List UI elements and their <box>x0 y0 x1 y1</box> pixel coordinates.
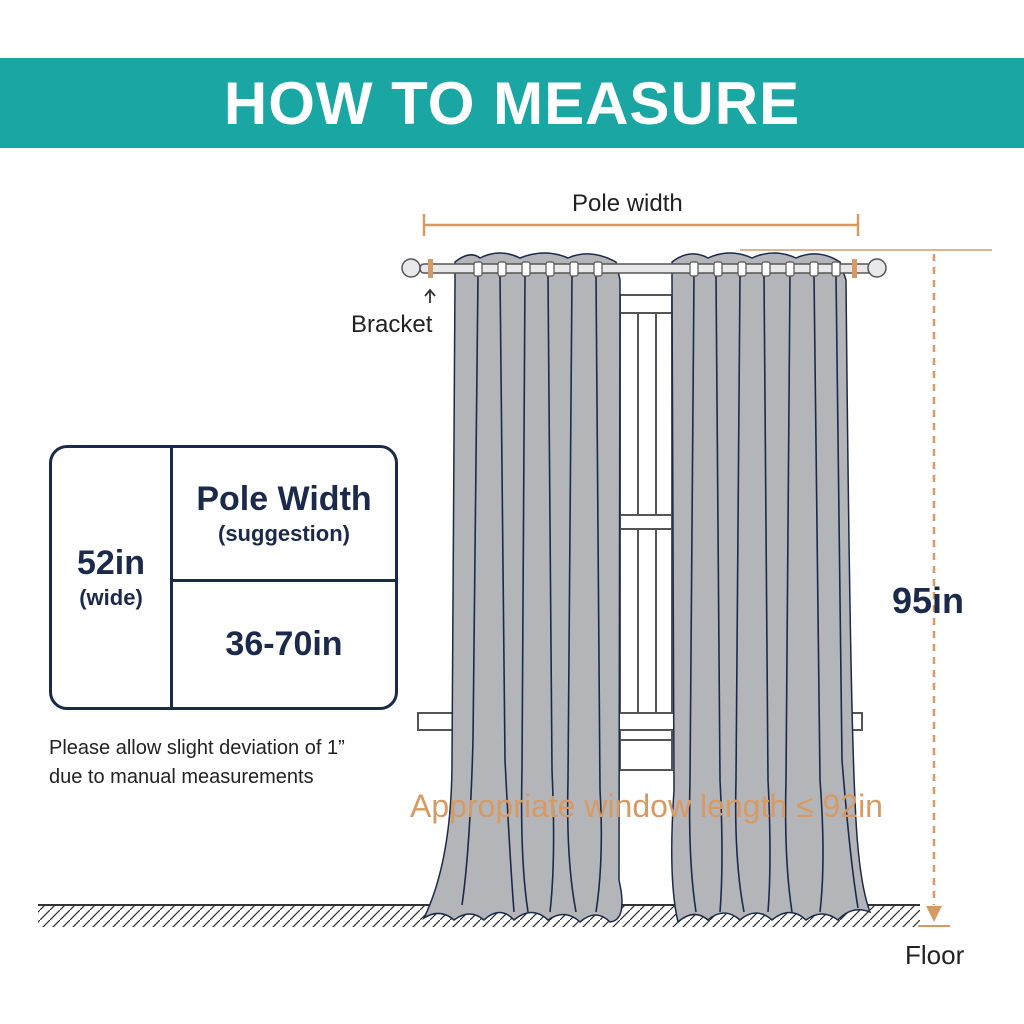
deviation-disclaimer: Please allow slight deviation of 1” due … <box>49 734 469 792</box>
pole-width-label: Pole width <box>572 190 683 217</box>
curtain-rod <box>401 258 887 278</box>
right-curtain-panel <box>671 252 872 924</box>
bracket-label: Bracket <box>351 311 433 338</box>
height-value: 95in <box>892 580 965 621</box>
bracket-right <box>852 259 857 278</box>
pole-width-header-cell: Pole Width (suggestion) <box>173 448 395 579</box>
pole-width-header: Pole Width <box>196 479 372 518</box>
rod-finial-right <box>867 258 887 278</box>
floor-label: Floor <box>905 940 965 970</box>
table-divider-horizontal <box>170 579 395 582</box>
pole-range-value: 36-70in <box>225 625 343 663</box>
bracket-arrow <box>424 288 436 303</box>
pole-width-dimension <box>422 214 860 236</box>
width-value: 52in <box>76 543 146 582</box>
disclaimer-line-2: due to manual measurements <box>49 766 314 788</box>
pole-range-cell: 36-70in <box>173 582 395 707</box>
page-title: HOW TO MEASURE <box>223 69 801 137</box>
height-dimension <box>740 249 992 927</box>
disclaimer-line-1: Please allow slight deviation of 1” <box>49 737 345 759</box>
bracket-left <box>428 259 433 278</box>
header-banner: HOW TO MEASURE <box>0 58 1024 148</box>
window <box>417 294 863 771</box>
table-divider-vertical <box>170 448 173 707</box>
left-curtain-panel <box>422 252 623 924</box>
suggestion-note: (suggestion) <box>218 520 350 546</box>
width-note: (wide) <box>79 584 143 610</box>
rod-finial-left <box>401 258 421 278</box>
window-length-note: Appropriate window length ≤ 92in <box>410 788 883 824</box>
size-table: 52in (wide) Pole Width (suggestion) 36-7… <box>49 445 398 710</box>
width-cell: 52in (wide) <box>52 448 170 707</box>
